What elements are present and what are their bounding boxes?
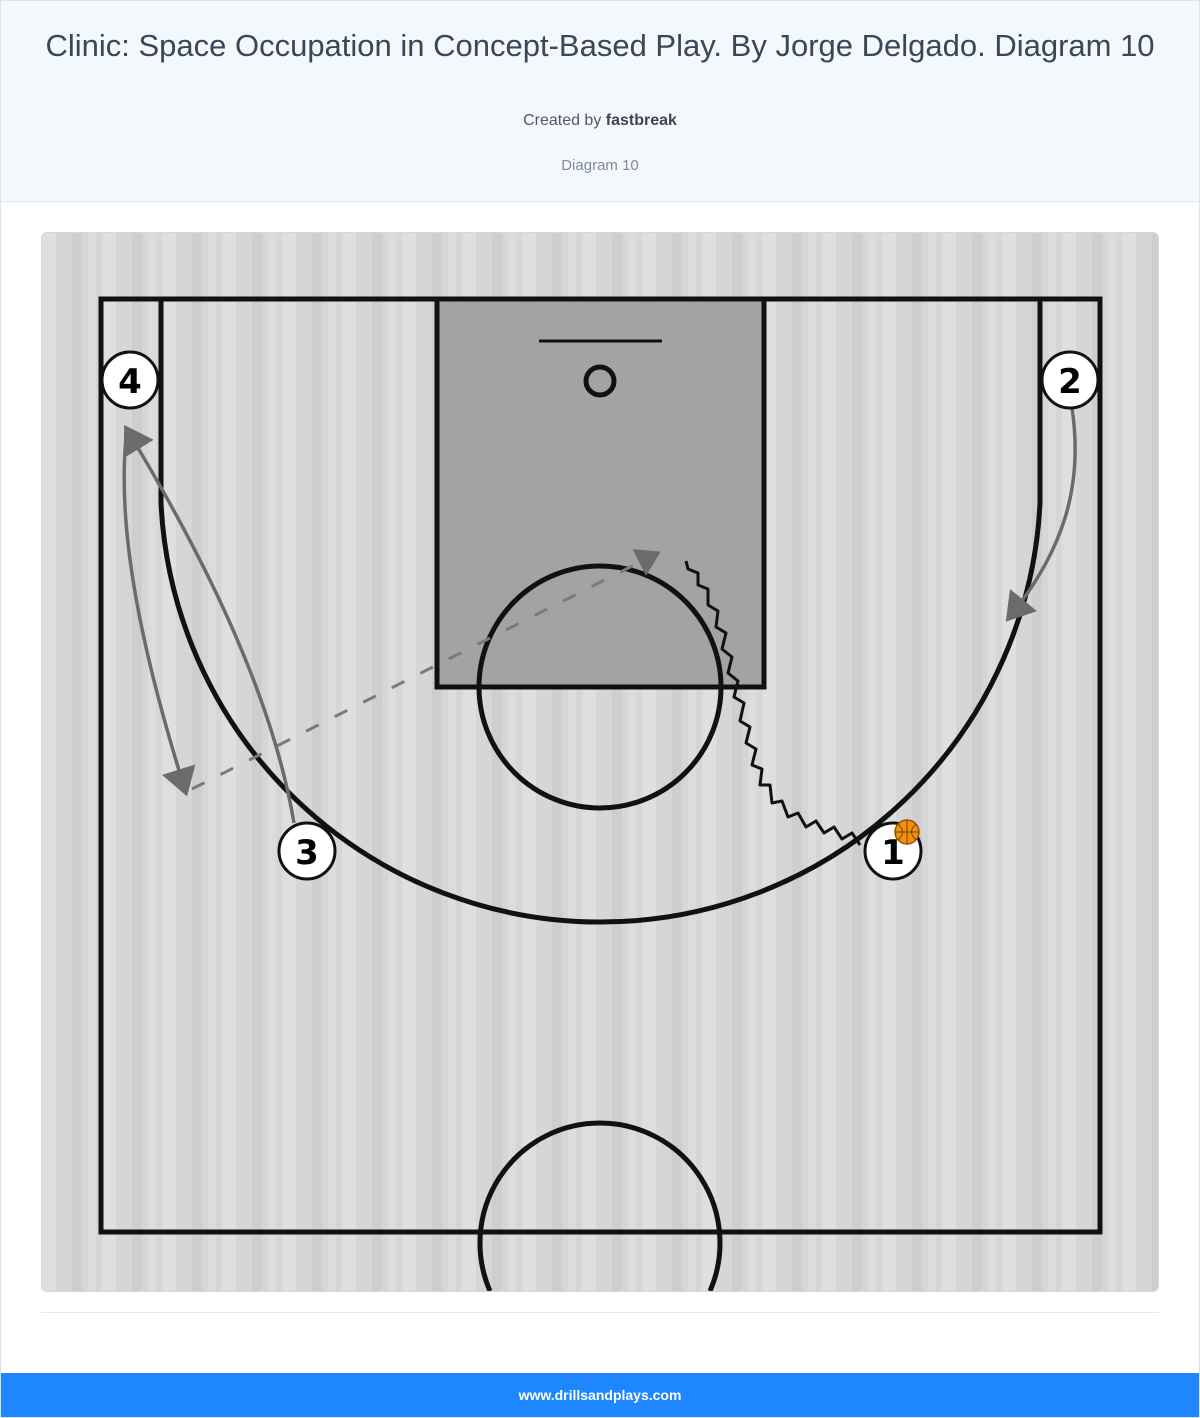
diagram-caption: Diagram 10 bbox=[561, 157, 639, 174]
center-circle bbox=[477, 1120, 723, 1291]
page-header: Clinic: Space Occupation in Concept-Base… bbox=[1, 1, 1199, 202]
paint-area bbox=[434, 296, 767, 690]
free-throw-circle bbox=[476, 563, 724, 811]
player-1-label: 1 bbox=[881, 833, 905, 873]
created-by-prefix: Created by bbox=[523, 112, 602, 129]
site-footer: www.drillsandplays.com bbox=[1, 1373, 1199, 1417]
author-name[interactable]: fastbreak bbox=[605, 112, 677, 129]
player-1-dribble-path bbox=[684, 560, 862, 846]
court-diagram: 4 2 3 1 bbox=[41, 232, 1159, 1292]
player-3-label: 3 bbox=[295, 833, 319, 873]
basketball-icon bbox=[894, 819, 920, 845]
player-2-marker[interactable]: 2 bbox=[1040, 350, 1100, 410]
content-divider bbox=[41, 1312, 1159, 1313]
player-3-cut-arrow bbox=[123, 425, 296, 824]
player-3-circle bbox=[277, 821, 337, 881]
player-4-marker[interactable]: 4 bbox=[100, 350, 160, 410]
page-title: Clinic: Space Occupation in Concept-Base… bbox=[45, 28, 1155, 63]
court-svg: 4 2 3 1 bbox=[42, 233, 1158, 1291]
footer-site-link[interactable]: www.drillsandplays.com bbox=[518, 1387, 682, 1403]
created-by: Created by fastbreak bbox=[1, 112, 1199, 130]
player-2-cut-arrow bbox=[1005, 407, 1077, 622]
player-2-circle bbox=[1040, 350, 1100, 410]
player-4-cut-arrow bbox=[122, 437, 196, 797]
player-2-label: 2 bbox=[1058, 362, 1082, 402]
pass-line bbox=[191, 549, 661, 791]
basket-rim bbox=[583, 364, 617, 398]
player-3-marker[interactable]: 3 bbox=[277, 821, 337, 881]
player-4-circle bbox=[100, 350, 160, 410]
three-point-line bbox=[158, 299, 1043, 925]
player-4-label: 4 bbox=[118, 362, 142, 402]
